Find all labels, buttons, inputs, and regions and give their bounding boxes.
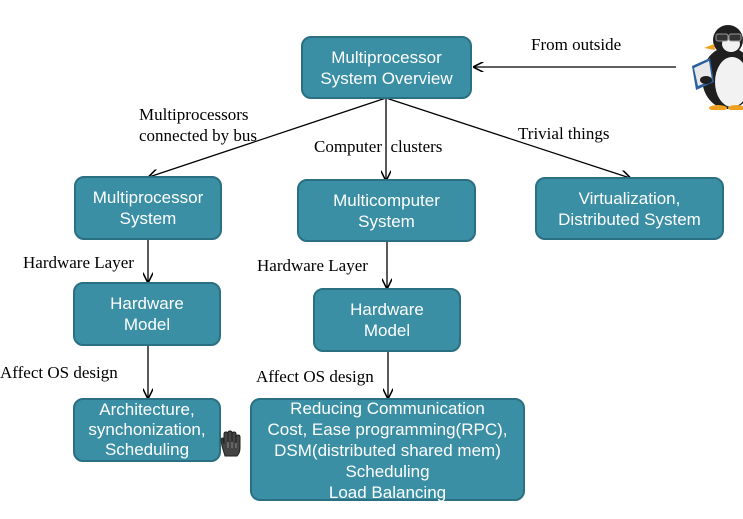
label-affect-os-left: Affect OS design <box>0 363 118 382</box>
node-multiprocessor-system: Multiprocessor System <box>74 176 222 240</box>
label-affect-os-mid: Affect OS design <box>256 367 374 386</box>
penguin-reading-icon <box>692 25 743 110</box>
node-reducing-communication: Reducing Communication Cost, Ease progra… <box>250 398 525 502</box>
hand-cursor-icon <box>220 430 241 457</box>
label-hardware-layer-left: Hardware Layer <box>23 253 134 272</box>
edge-overview-to-virtualization <box>385 97 630 178</box>
label-computer-clusters: Computer clusters <box>314 137 443 156</box>
label-hardware-layer-mid: Hardware Layer <box>257 256 368 275</box>
label-connected-by-bus: Multiprocessors connected by bus <box>139 105 258 145</box>
node-overview: Multiprocessor System Overview <box>301 36 472 99</box>
node-multicomputer-system: Multicomputer System <box>297 179 476 242</box>
label-trivial-things: Trivial things <box>518 124 610 143</box>
node-hardware-model-left: Hardware Model <box>73 282 221 346</box>
node-virtualization: Virtualization, Distributed System <box>535 177 724 240</box>
label-from-outside: From outside <box>531 35 622 54</box>
edge-overview-to-multiprocessor <box>149 97 387 177</box>
node-hardware-model-mid: Hardware Model <box>313 288 461 352</box>
node-architecture-sync: Architecture, synchonization, Scheduling <box>73 398 221 462</box>
